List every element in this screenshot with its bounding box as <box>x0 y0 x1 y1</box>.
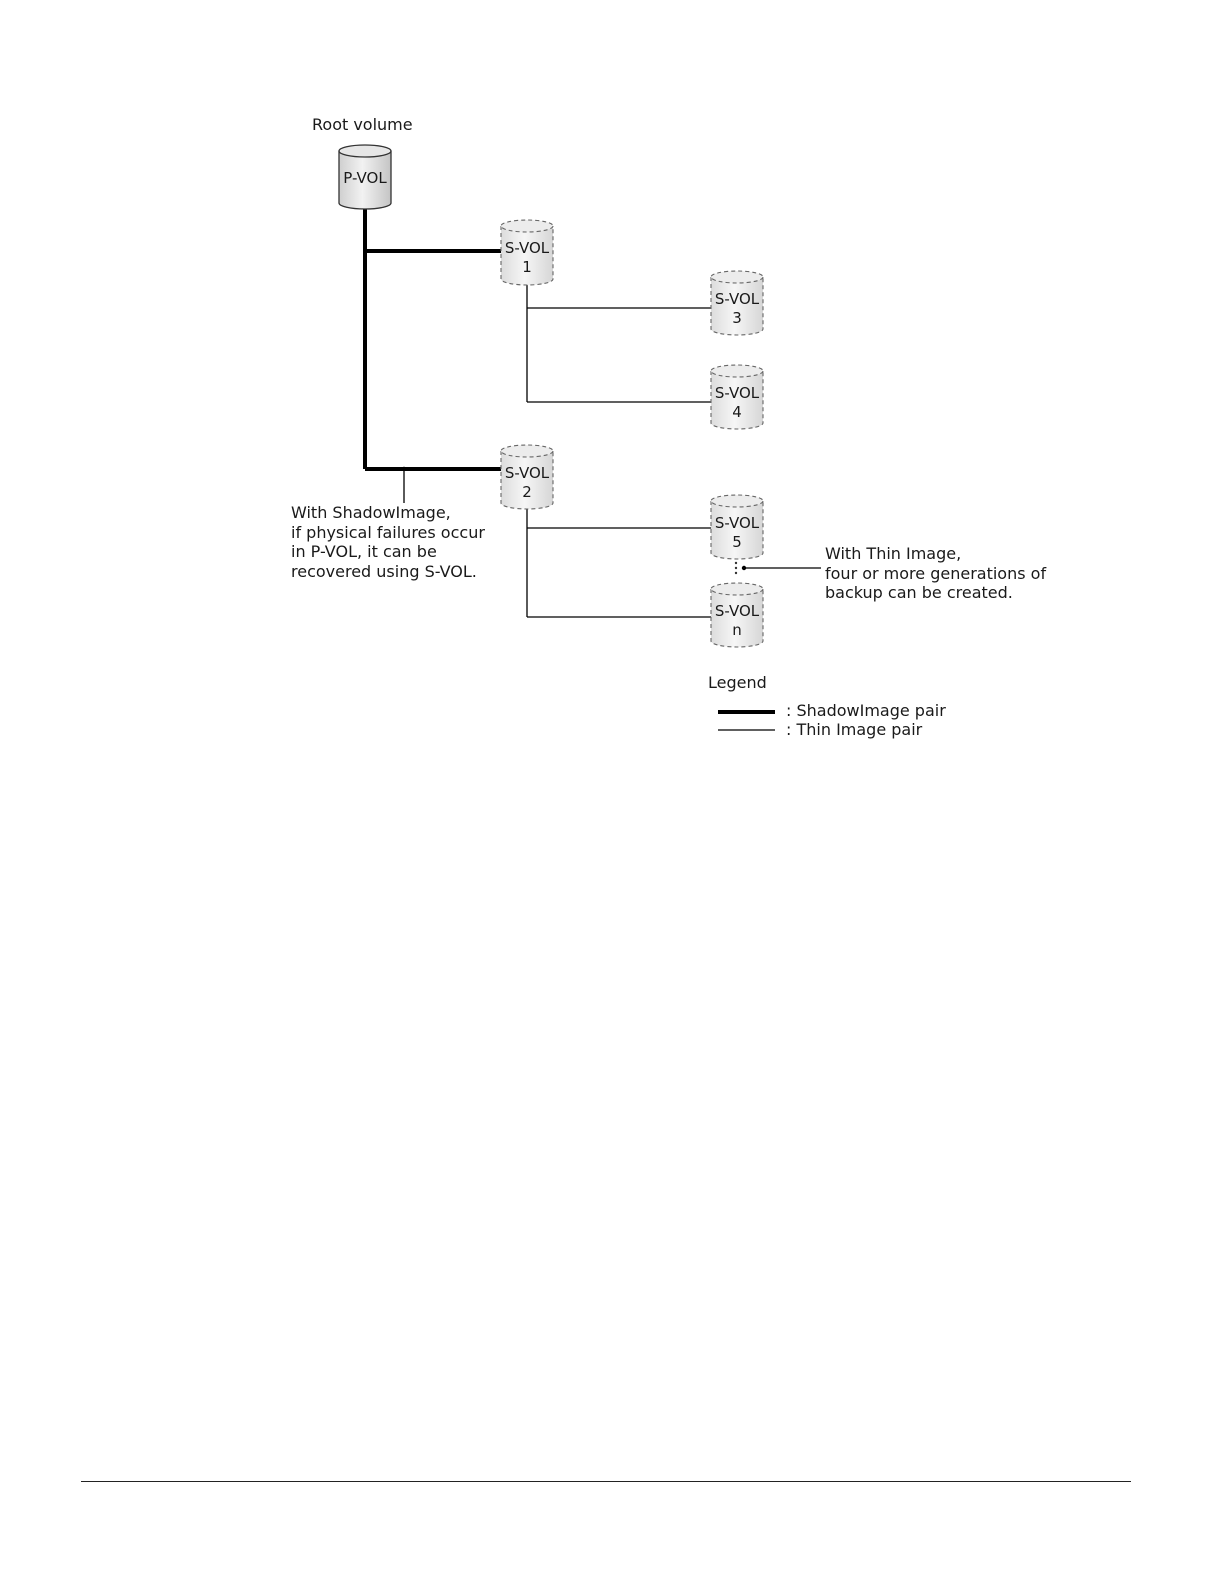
svol4-cylinder: S-VOL 4 <box>711 365 763 429</box>
svol5-cylinder: S-VOL 5 <box>711 495 763 559</box>
svol1-label: S-VOL <box>505 239 550 257</box>
legend-title: Legend <box>708 673 767 692</box>
shadowimage-note-line1: With ShadowImage, <box>291 503 451 522</box>
shadowimage-note-line4: recovered using S-VOL. <box>291 562 477 581</box>
svol3-cylinder: S-VOL 3 <box>711 271 763 335</box>
thinimage-note-line1: With Thin Image, <box>825 544 961 563</box>
legend-thinimage-label: : Thin Image pair <box>786 720 923 739</box>
svol3-number: 3 <box>732 309 742 327</box>
svol1-number: 1 <box>522 258 532 276</box>
shadowimage-callout: With ShadowImage, if physical failures o… <box>291 467 485 581</box>
svol3-label: S-VOL <box>715 290 760 308</box>
pvol-label: P-VOL <box>343 169 387 187</box>
svol5-number: 5 <box>732 533 742 551</box>
thinimage-connections <box>527 285 711 617</box>
svol2-label: S-VOL <box>505 464 550 482</box>
svoln-label: S-VOL <box>715 602 760 620</box>
svol1-cylinder: S-VOL 1 <box>501 220 553 285</box>
shadowimage-note-line2: if physical failures occur <box>291 523 485 542</box>
pvol-cylinder: P-VOL <box>339 145 391 209</box>
thinimage-note-line3: backup can be created. <box>825 583 1013 602</box>
footer-divider <box>81 1481 1131 1482</box>
legend-shadowimage-label: : ShadowImage pair <box>786 701 946 720</box>
shadowimage-note-line3: in P-VOL, it can be <box>291 542 437 561</box>
legend: Legend : ShadowImage pair : Thin Image p… <box>708 673 946 739</box>
shadowimage-connections <box>365 207 502 469</box>
generations-ellipsis <box>735 562 737 574</box>
svoln-number: n <box>732 621 742 639</box>
svol2-cylinder: S-VOL 2 <box>501 445 553 509</box>
svol4-label: S-VOL <box>715 384 760 402</box>
thinimage-callout: With Thin Image, four or more generation… <box>742 544 1047 602</box>
svoln-cylinder: S-VOL n <box>711 583 763 647</box>
svol2-number: 2 <box>522 483 532 501</box>
root-volume-label: Root volume <box>312 115 413 134</box>
svol5-label: S-VOL <box>715 514 760 532</box>
thinimage-note-line2: four or more generations of <box>825 564 1046 583</box>
svol4-number: 4 <box>732 403 742 421</box>
